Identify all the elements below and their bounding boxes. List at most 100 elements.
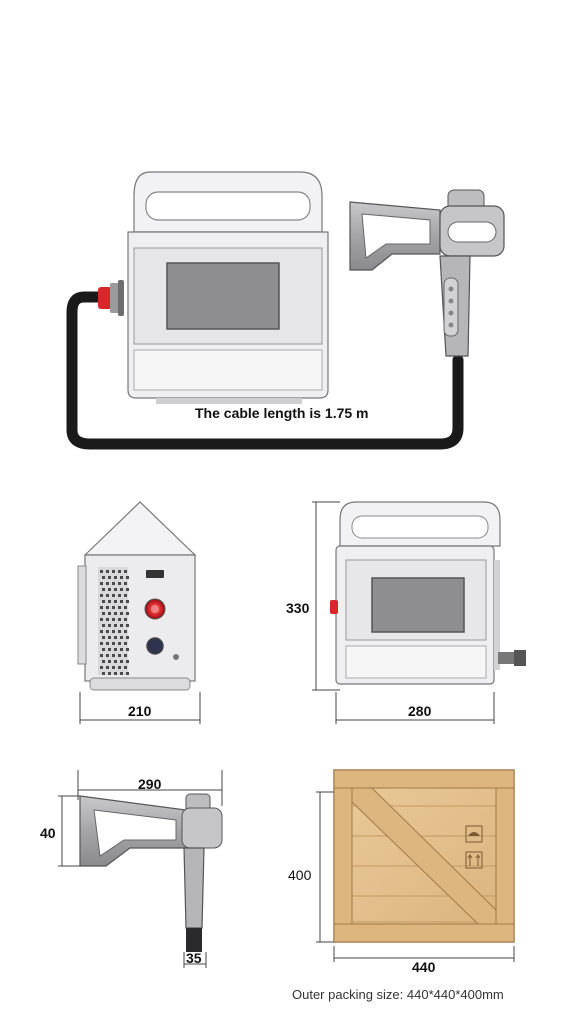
- vent-hole: [108, 612, 111, 615]
- vent-hole: [124, 594, 127, 597]
- dim-gun-length: 290: [138, 776, 162, 792]
- vent-hole: [108, 648, 111, 651]
- vent-hole: [106, 654, 109, 657]
- dim-box-height: 400: [288, 867, 312, 883]
- vent-hole: [100, 654, 103, 657]
- vent-hole: [102, 612, 105, 615]
- vent-hole: [124, 606, 127, 609]
- vent-hole: [106, 594, 109, 597]
- vent-hole: [118, 630, 121, 633]
- vent-hole: [100, 642, 103, 645]
- vent-hole: [126, 612, 129, 615]
- vent-hole: [112, 642, 115, 645]
- vent-dots: [100, 570, 129, 675]
- vent-hole: [108, 588, 111, 591]
- vent-hole: [108, 660, 111, 663]
- dim-front-height: 330: [286, 600, 310, 616]
- vent-hole: [120, 576, 123, 579]
- machine-screen: [166, 262, 280, 330]
- vent-hole: [118, 570, 121, 573]
- vent-hole: [118, 666, 121, 669]
- vent-hole: [100, 618, 103, 621]
- vent-hole: [118, 642, 121, 645]
- vent-hole: [114, 624, 117, 627]
- vent-hole: [118, 594, 121, 597]
- vent-hole: [126, 672, 129, 675]
- vent-hole: [102, 588, 105, 591]
- vent-hole: [108, 600, 111, 603]
- vent-hole: [112, 570, 115, 573]
- vent-hole: [124, 630, 127, 633]
- vent-hole: [106, 606, 109, 609]
- side-view-illustration: 210: [77, 501, 201, 724]
- vent-hole: [100, 606, 103, 609]
- vent-hole: [126, 636, 129, 639]
- dim-gun-height: 40: [40, 825, 56, 841]
- vent-hole: [120, 672, 123, 675]
- red-connector-icon: [98, 280, 124, 316]
- vent-hole: [114, 660, 117, 663]
- vent-hole: [126, 624, 129, 627]
- front-view-illustration: 330 280: [286, 501, 526, 724]
- this-side-up-icon: [465, 851, 483, 869]
- dim-side-width: 210: [128, 703, 152, 719]
- vent-hole: [102, 660, 105, 663]
- gun-dimension-illustration: 290 40 35: [40, 770, 223, 968]
- handheld-gun-illustration: [349, 189, 505, 357]
- vent-hole: [124, 570, 127, 573]
- vent-hole: [112, 582, 115, 585]
- packing-size-label: Outer packing size: 440*440*400mm: [292, 987, 504, 1002]
- vent-hole: [114, 588, 117, 591]
- vent-hole: [114, 648, 117, 651]
- vent-hole: [120, 600, 123, 603]
- vent-hole: [100, 582, 103, 585]
- vent-hole: [112, 630, 115, 633]
- vent-hole: [106, 582, 109, 585]
- vent-hole: [106, 642, 109, 645]
- vent-hole: [102, 648, 105, 651]
- vent-hole: [126, 660, 129, 663]
- vent-hole: [118, 606, 121, 609]
- vent-hole: [108, 672, 111, 675]
- packing-box-illustration: 400 440: [288, 769, 515, 975]
- vent-hole: [124, 642, 127, 645]
- vent-hole: [102, 672, 105, 675]
- usb-port-icon: [146, 570, 164, 578]
- vent-hole: [112, 594, 115, 597]
- vent-hole: [100, 630, 103, 633]
- vent-hole: [114, 672, 117, 675]
- vent-hole: [114, 612, 117, 615]
- vent-hole: [108, 624, 111, 627]
- vent-hole: [124, 582, 127, 585]
- power-connector-icon: [146, 637, 164, 655]
- vent-hole: [112, 606, 115, 609]
- vent-hole: [102, 636, 105, 639]
- vent-hole: [120, 648, 123, 651]
- vent-hole: [118, 618, 121, 621]
- vent-hole: [120, 612, 123, 615]
- vent-hole: [124, 654, 127, 657]
- vent-hole: [120, 636, 123, 639]
- vent-hole: [106, 630, 109, 633]
- vent-hole: [126, 588, 129, 591]
- dim-gun-grip: 35: [186, 950, 202, 966]
- vent-hole: [102, 624, 105, 627]
- vent-hole: [112, 666, 115, 669]
- cable: [66, 291, 464, 450]
- vent-hole: [112, 618, 115, 621]
- vent-hole: [126, 648, 129, 651]
- dim-box-width: 440: [412, 959, 436, 975]
- vent-hole: [102, 600, 105, 603]
- vent-hole: [120, 588, 123, 591]
- vent-hole: [108, 636, 111, 639]
- vent-hole: [126, 600, 129, 603]
- dim-front-width: 280: [408, 703, 432, 719]
- vent-hole: [106, 666, 109, 669]
- umbrella-symbol-icon: [465, 825, 483, 843]
- vent-hole: [108, 576, 111, 579]
- machine-front-view: [127, 171, 329, 404]
- cable-length-caption: The cable length is 1.75 m: [195, 405, 369, 421]
- vent-hole: [114, 576, 117, 579]
- vent-hole: [118, 654, 121, 657]
- front-screen: [371, 577, 465, 633]
